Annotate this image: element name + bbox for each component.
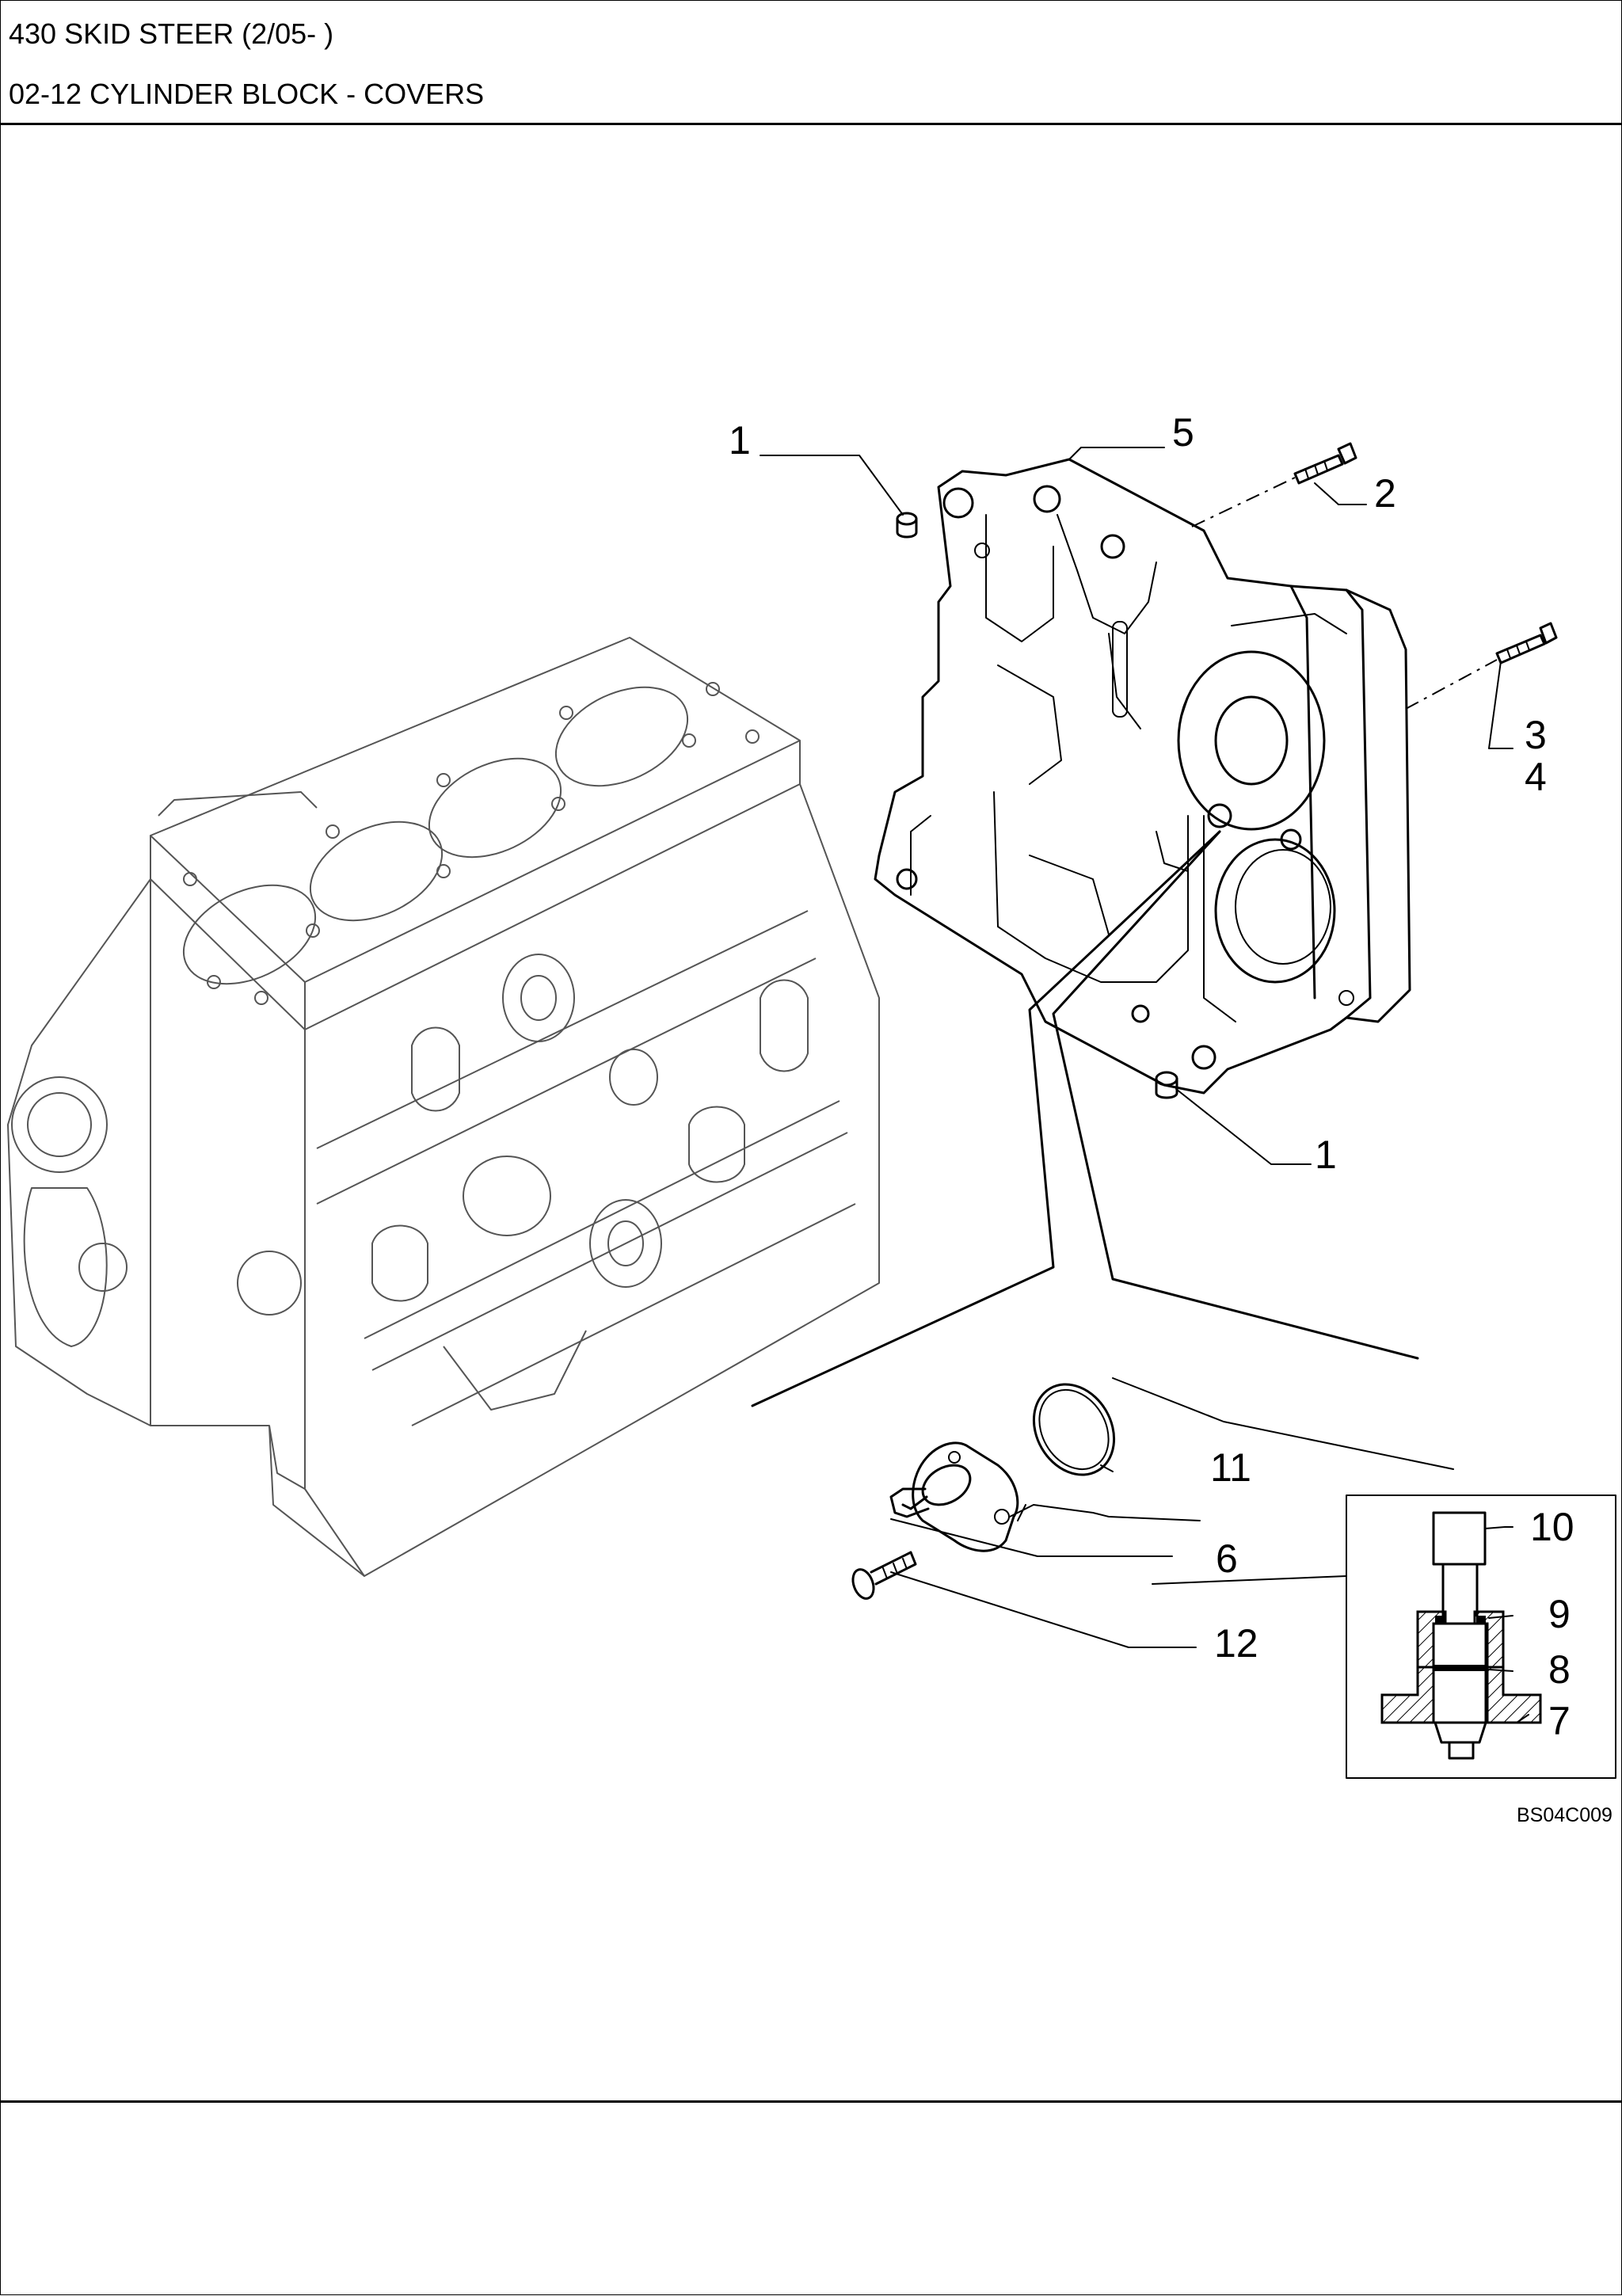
plug-top-drawing (896, 512, 918, 539)
tensioner-drawing (889, 1441, 1019, 1552)
callout-6: 6 (1216, 1536, 1238, 1581)
callout-11: 11 (1210, 1445, 1251, 1490)
page-footer (1, 2100, 1621, 2296)
o-ring-drawing (1032, 1383, 1116, 1476)
callout-3: 3 (1525, 713, 1547, 757)
callout-7: 7 (1548, 1699, 1571, 1743)
section-title: 02-12 CYLINDER BLOCK - COVERS (9, 78, 485, 110)
bolt-12-drawing (851, 1551, 917, 1600)
page-header: 430 SKID STEER (2/05- ) 02-12 CYLINDER B… (1, 1, 1621, 125)
callout-2: 2 (1374, 471, 1396, 516)
timing-cover-drawing (874, 458, 1411, 1095)
model-title: 430 SKID STEER (2/05- ) (9, 17, 334, 50)
callout-9: 9 (1548, 1592, 1571, 1636)
bolt-3-drawing (1495, 622, 1558, 664)
figure-code: BS04C009 (1517, 1804, 1612, 1826)
bolt-2-drawing (1293, 442, 1357, 485)
cylinder-block-drawing (7, 637, 880, 1577)
leader-lines (751, 447, 1513, 1648)
callout-5: 5 (1172, 410, 1194, 455)
callout-12: 12 (1214, 1621, 1258, 1666)
callout-10: 10 (1530, 1505, 1574, 1549)
callout-1-bottom: 1 (1315, 1133, 1337, 1177)
inset-detail (1346, 1494, 1616, 1779)
callout-4: 4 (1525, 755, 1547, 799)
callout-1-top: 1 (729, 418, 751, 463)
plug-bottom-drawing (1155, 1071, 1178, 1099)
callout-8: 8 (1548, 1647, 1571, 1692)
